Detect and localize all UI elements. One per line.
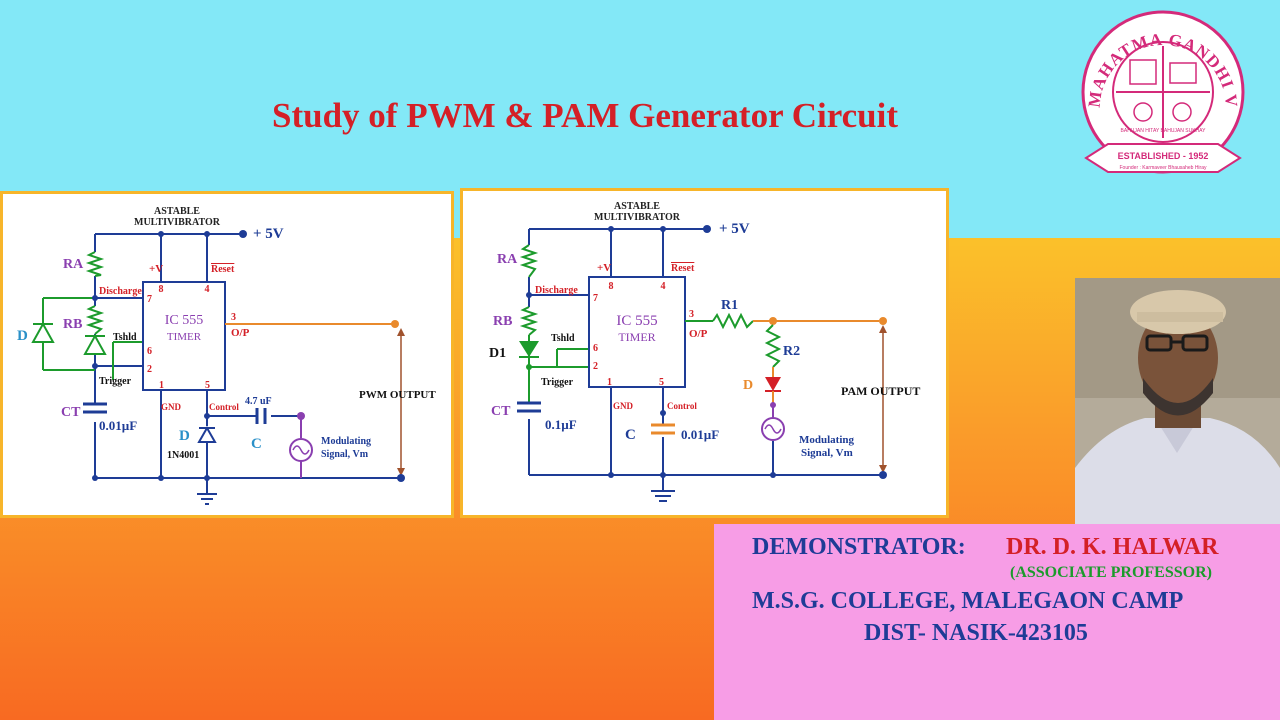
college-name: M.S.G. COLLEGE, MALEGAON CAMP [752, 588, 1184, 614]
pwm-zener-part: 1N4001 [167, 450, 199, 461]
pwm-cap-value: 4.7 uF [245, 396, 272, 407]
pam-pin8: 8 [609, 281, 614, 292]
pam-mod-line2: Signal, Vm [801, 447, 853, 459]
demonstrator-name: DR. D. K. HALWAR [1006, 534, 1219, 560]
pwm-ct-label: CT [61, 405, 81, 420]
pam-control-label: Control [667, 401, 697, 411]
demonstrator-photo [1075, 278, 1280, 528]
pwm-diode-label: D [17, 328, 28, 344]
pwm-circuit-panel: ASTABLE MULTIVIBRATOR + 5V RA RB D CT 0.… [0, 191, 454, 518]
pwm-ic-sub: TIMER [167, 331, 202, 343]
pam-r1-label: R1 [721, 298, 738, 313]
pwm-pin6: 6 [147, 346, 152, 357]
pam-gnd-label: GND [613, 401, 634, 411]
pwm-cap-label: C [251, 436, 262, 452]
pam-pin2: 2 [593, 361, 598, 372]
logo-founder: Founder : Karmaveer Bhausaheb Hiray [1120, 165, 1207, 171]
pwm-gnd-label: GND [161, 402, 182, 412]
college-district: DIST- NASIK-423105 [864, 620, 1088, 646]
pwm-zener-label: D [179, 428, 190, 444]
pwm-tshld-label: Tshld [113, 332, 137, 343]
pwm-ra-label: RA [63, 257, 84, 272]
pwm-mod-line2: Signal, Vm [321, 449, 369, 460]
pam-trigger-label: Trigger [541, 377, 574, 388]
pwm-control-label: Control [209, 402, 239, 412]
pam-astable-line1: ASTABLE [614, 201, 660, 212]
pam-output-label: PAM OUTPUT [841, 384, 920, 398]
pam-plusv-label: +V [597, 262, 611, 274]
pam-pin7: 7 [593, 293, 598, 304]
pwm-pin4: 4 [205, 284, 210, 295]
pam-pin6: 6 [593, 343, 598, 354]
pwm-output-label: PWM OUTPUT [359, 389, 436, 401]
pwm-ic-name: IC 555 [165, 313, 204, 328]
pam-supply-label: + 5V [719, 221, 750, 237]
pam-discharge-label: Discharge [535, 285, 578, 296]
pwm-pin8: 8 [159, 284, 164, 295]
pwm-plusv-label: +V [149, 263, 163, 275]
pwm-pin3: 3 [231, 312, 236, 323]
pwm-supply-label: + 5V [253, 226, 284, 242]
logo-motto: BAHUJAN HITAY BAHUJAN SUKHAY [1121, 128, 1207, 134]
pam-op-label: O/P [689, 328, 708, 340]
pam-c-value: 0.01µF [681, 427, 719, 442]
pam-ct-label: CT [491, 404, 511, 419]
logo-established: ESTABLISHED - 1952 [1118, 151, 1209, 161]
demonstrator-info-box: DEMONSTRATOR: DR. D. K. HALWAR (ASSOCIAT… [714, 524, 1280, 720]
college-logo: MAHATMA GANDHI VIDYA MANDIR ESTABLISHED … [1069, 0, 1248, 184]
pam-rb-label: RB [493, 314, 512, 329]
pwm-reset-label: Reset [211, 264, 235, 275]
pam-mod-line1: Modulating [799, 434, 855, 446]
pam-ct-value: 0.1µF [545, 417, 577, 432]
pwm-op-label: O/P [231, 327, 250, 339]
pwm-pin5: 5 [205, 380, 210, 391]
pam-circuit-panel: ASTABLE MULTIVIBRATOR + 5V RA RB D1 CT 0… [460, 188, 949, 518]
pam-c-label: C [625, 427, 636, 443]
pwm-ct-value: 0.01µF [99, 418, 137, 433]
pwm-pin2: 2 [147, 364, 152, 375]
pam-ra-label: RA [497, 252, 518, 267]
pwm-pin1: 1 [159, 380, 164, 391]
pwm-pin7: 7 [147, 294, 152, 305]
pam-ic-name: IC 555 [616, 313, 657, 329]
pam-pin1: 1 [607, 377, 612, 388]
pam-reset-label: Reset [671, 263, 695, 274]
pam-diode-label: D [743, 378, 753, 393]
pam-r2-label: R2 [783, 344, 800, 359]
pwm-discharge-label: Discharge [99, 286, 142, 297]
pwm-trigger-label: Trigger [99, 376, 132, 387]
pwm-rb-label: RB [63, 317, 82, 332]
pam-tshld-label: Tshld [551, 333, 575, 344]
pwm-astable-line2: MULTIVIBRATOR [134, 217, 221, 228]
pwm-mod-line1: Modulating [321, 436, 371, 447]
slide-title: Study of PWM & PAM Generator Circuit [272, 96, 899, 135]
demonstrator-role: DEMONSTRATOR: [752, 534, 966, 560]
pwm-astable-line1: ASTABLE [154, 206, 200, 217]
pam-pin4: 4 [661, 281, 666, 292]
demonstrator-designation: (ASSOCIATE PROFESSOR) [1010, 564, 1212, 581]
pam-d1-label: D1 [489, 346, 506, 361]
pam-astable-line2: MULTIVIBRATOR [594, 212, 681, 223]
pam-ic-sub: TIMER [618, 330, 655, 344]
pam-pin3: 3 [689, 309, 694, 320]
pam-pin5: 5 [659, 377, 664, 388]
